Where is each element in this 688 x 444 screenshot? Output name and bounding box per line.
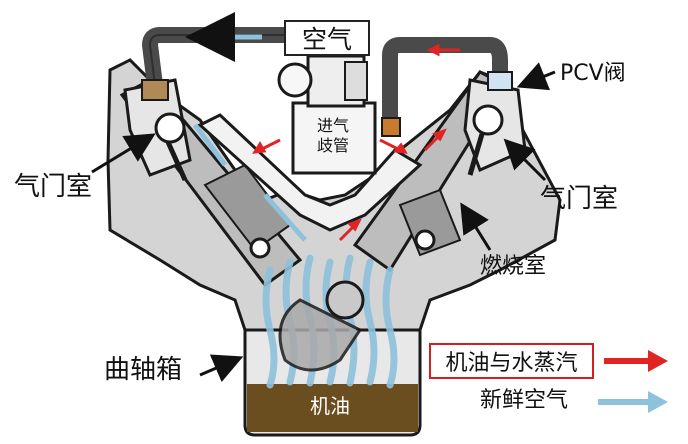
right-piston-pin <box>414 229 436 251</box>
legend-oil-vapor: 机油与水蒸汽 <box>429 343 594 379</box>
left-hose-fitting <box>141 79 169 101</box>
intake-manifold-label-line2: 歧管 <box>316 136 349 155</box>
crankshaft-journal <box>325 280 365 320</box>
legend-blue-arrow-icon <box>648 391 668 413</box>
left-valve-spring <box>165 140 188 182</box>
legend-oil-vapor-label: 机油与水蒸汽 <box>445 351 578 376</box>
air-label-box: 空气 <box>284 20 370 56</box>
fresh-air-arrows <box>185 12 307 242</box>
pcv-hose <box>382 37 508 133</box>
manifold-pcv-fitting <box>381 117 401 137</box>
right-valve-spring <box>467 133 485 176</box>
valve-chamber-right-label: 气门室 <box>540 184 619 214</box>
pcv-valve-label: PCV阀 <box>560 61 626 86</box>
oil-label: 机油 <box>310 394 350 418</box>
left-camshaft <box>154 112 186 144</box>
intake-manifold-label: 进气 歧管 <box>300 116 366 156</box>
throttle-body <box>277 54 368 108</box>
crankcase-label: 曲轴箱 <box>104 355 183 385</box>
oil-vapor-arrows <box>252 43 460 242</box>
legend-red-arrow-icon <box>648 350 668 372</box>
left-piston-pin <box>249 237 271 259</box>
legend-fresh-air-label: 新鲜空气 <box>480 388 569 413</box>
right-camshaft <box>472 104 504 136</box>
combustion-chamber-label: 燃烧室 <box>480 254 547 279</box>
callout-arrows <box>91 62 556 383</box>
air-label: 空气 <box>301 25 352 54</box>
left-breather-hose <box>141 27 292 93</box>
intake-manifold-label-line1: 进气 <box>316 116 349 135</box>
crank-counterweight <box>278 298 363 372</box>
oil-sump <box>247 384 418 432</box>
valve-chamber-left-label: 气门室 <box>14 172 93 202</box>
legend-arrows <box>598 350 668 413</box>
pcv-valve <box>487 71 513 91</box>
